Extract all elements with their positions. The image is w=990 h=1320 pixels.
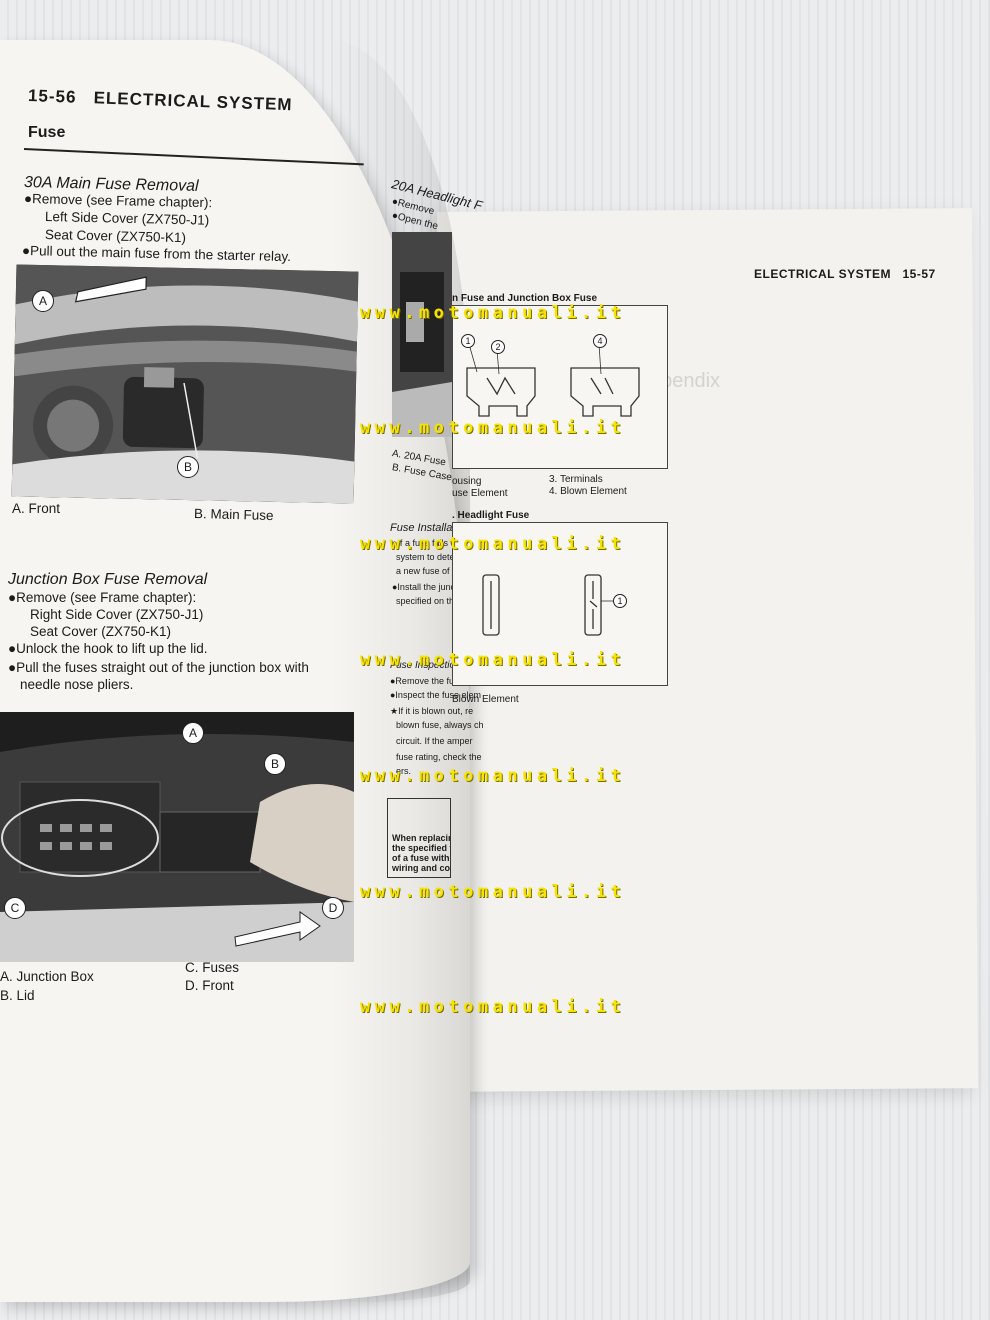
fuse-inspection-line-5: circuit. If the amper [396, 736, 473, 746]
photo2-caption-lid: B. Lid [0, 988, 35, 1003]
left-page [0, 40, 470, 1302]
fuse-inspection-line-4: blown fuse, always ch [396, 720, 484, 730]
fig1-legend-blown: 4. Blown Element [549, 486, 627, 497]
photo1-caption-front: A. Front [12, 501, 61, 516]
fig2-callout-1: 1 [613, 594, 627, 608]
photo2-callout-b: B [264, 753, 286, 775]
watermark-6: www.motomanuali.it [360, 882, 626, 902]
photo1-callout-b: B [177, 456, 199, 478]
fuse-install-line-1: ●If a fuse fails dur [392, 538, 464, 548]
fuse-inspection-line-6: fuse rating, check the [396, 752, 482, 762]
figure2-title: . Headlight Fuse [452, 510, 530, 521]
photo1-callout-a: A [32, 290, 54, 312]
junction-box-photo [0, 712, 354, 962]
figure1-title: n Fuse and Junction Box Fuse [452, 293, 598, 304]
junction-step-1: ●Remove (see Frame chapter): [8, 590, 197, 605]
main-fuse-step-1b: Seat Cover (ZX750-K1) [44, 227, 187, 246]
subsection-junction-title: Junction Box Fuse Removal [8, 571, 208, 588]
warning-line-1: When replacing a fuse [392, 833, 450, 843]
watermark-1: www.motomanuali.it [360, 303, 626, 323]
fuse-inspection-line-1: ●Remove the fuse (se [390, 676, 479, 686]
junction-step-1a: Right Side Cover (ZX750-J1) [30, 607, 204, 622]
fig1-callout-2: 2 [491, 340, 505, 354]
right-page-header-title: ELECTRICAL SYSTEM [754, 267, 891, 281]
watermark-4: www.motomanuali.it [360, 650, 626, 670]
photo1-caption-main-fuse: B. Main Fuse [193, 505, 274, 524]
fuse-inspection-line-3: ★If it is blown out, re [390, 706, 474, 716]
fuse-diagram-2: 1 [452, 522, 668, 686]
fuse-install-line-4: ●Install the junction bo [392, 582, 482, 592]
photo2-callout-c: C [4, 897, 26, 919]
fuse-diagram-1: 1 2 4 [452, 305, 668, 469]
warning-line-3: of a fuse with a higher [392, 853, 450, 863]
watermark-5: www.motomanuali.it [360, 766, 626, 786]
watermark-2: www.motomanuali.it [360, 418, 626, 438]
junction-step-1b: Seat Cover (ZX750-K1) [30, 624, 172, 639]
right-page-number: 15-57 [902, 267, 936, 281]
fuse-install-line-3: a new fuse of proper [396, 566, 479, 576]
headlight-fuse-photo [392, 232, 452, 437]
junction-step-3: ●Pull the fuses straight out of the junc… [8, 660, 309, 675]
fig1-callout-4: 4 [593, 334, 607, 348]
photo2-caption-front: D. Front [185, 978, 234, 993]
fuse-inspection-title: Fuse Inspection [390, 660, 461, 671]
fuse-install-line-2: system to determine [396, 552, 478, 562]
photo2-caption-fuses: C. Fuses [185, 960, 240, 975]
fig2-legend-blown: Blown Element [452, 694, 519, 705]
warning-box: When replacing a fuse the specified fuse… [387, 798, 451, 878]
fuse-inspection-line-7: ers. [396, 766, 412, 776]
section-title-fuse: Fuse [28, 124, 66, 141]
fig1-callout-1: 1 [461, 334, 475, 348]
junction-step-2: ●Unlock the hook to lift up the lid. [8, 641, 208, 656]
fuse-inspection-line-2: ●Inspect the fuse elem [390, 690, 481, 700]
photo2-callout-d: D [322, 897, 344, 919]
fuse-install-line-5: specified on the lid. [396, 596, 474, 606]
fig1-legend-element: use Element [452, 488, 508, 499]
photo2-caption-junction-box: A. Junction Box [0, 969, 94, 984]
warning-line-4: wiring and componen [392, 863, 451, 873]
main-fuse-photo [11, 264, 359, 504]
fuse-installation-title: Fuse Installa [390, 522, 453, 534]
fig1-legend-terminals: 3. Terminals [549, 474, 603, 485]
warning-line-2: the specified fuse rati [392, 843, 450, 853]
watermark-7: www.motomanuali.it [360, 997, 626, 1017]
junction-step-3-cont: needle nose pliers. [20, 677, 134, 692]
photo2-callout-a: A [182, 722, 204, 744]
left-page-number: 15-56 [27, 86, 77, 107]
watermark-3: www.motomanuali.it [360, 534, 626, 554]
fig1-legend-housing: ousing [452, 476, 482, 487]
